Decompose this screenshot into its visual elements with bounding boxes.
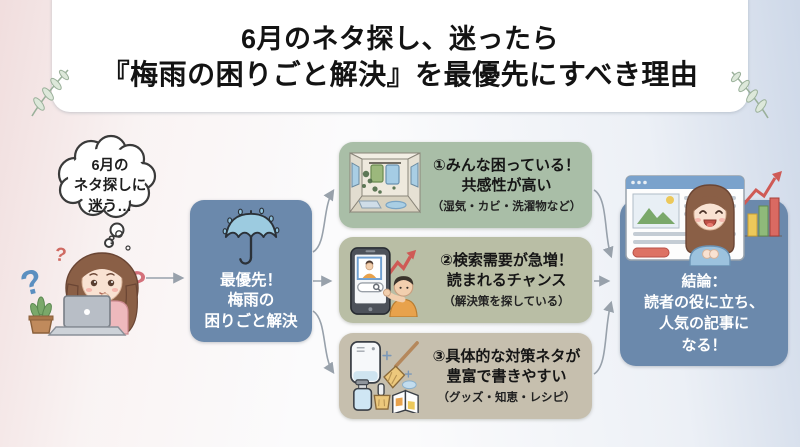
rain-umbrella-icon: [222, 207, 280, 265]
question-mark-icon: ?: [108, 233, 115, 247]
thought-bubble: [57, 134, 157, 248]
page-title: 6月のネタ探し、迷ったら 『梅雨の困りごと解決』を最優先にすべき理由: [40, 22, 760, 94]
reason-card-3: ③具体的な対策ネタが 豊富で書きやすい （グッズ・知恵・レシピ）: [339, 333, 592, 419]
reason-3-text: ③具体的な対策ネタが 豊富で書きやすい （グッズ・知恵・レシピ）: [432, 347, 581, 405]
reason-card-2: ②検索需要が急増！ 読まれるチャンス （解決策を探している）: [339, 237, 592, 323]
title-band: [52, 0, 748, 112]
priority-box: 最優先！ 梅雨の 困りごと解決: [190, 200, 312, 342]
cleaning-goods-icon: [348, 340, 422, 413]
page-title-line-2: 『梅雨の困りごと解決』を最優先にすべき理由: [101, 59, 699, 91]
question-mark-icon: ?: [53, 244, 67, 266]
priority-box-text: 最優先！ 梅雨の 困りごと解決: [204, 272, 298, 330]
reason-1-text: ①みんな困っている！ 共感性が高い （湿気・カビ・洗濯物など）: [431, 156, 582, 214]
reason-2-text: ②検索需要が急増！ 読まれるチャンス （解決策を探している）: [440, 251, 573, 309]
thought-bubble-text: 6月の ネタ探しに 迷う…: [73, 158, 147, 215]
right-leaf-icon: [730, 71, 769, 119]
thinking-girl-illustration: ? ? ? ?: [17, 230, 149, 336]
reason-card-1: ①みんな困っている！ 共感性が高い （湿気・カビ・洗濯物など）: [339, 142, 592, 228]
left-leaf-icon: [31, 69, 70, 117]
blog-article-growth-icon: [625, 171, 782, 266]
smartphone-search-icon: [348, 244, 422, 317]
conclusion-text: 結論： 読者の役に立ち、 人気の記事に なる！: [643, 272, 764, 354]
page-title-line-1: 6月のネタ探し、迷ったら: [240, 24, 559, 54]
moldy-room-icon: [348, 149, 422, 221]
